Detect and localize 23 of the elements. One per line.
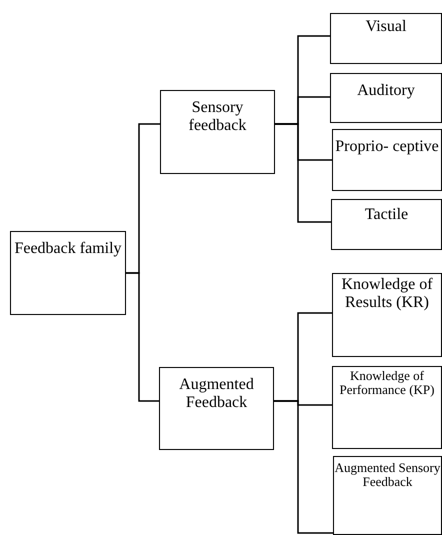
- connector-line: [126, 272, 159, 402]
- box-label: Knowledge of Performance (KP): [338, 369, 436, 398]
- category-box: [160, 90, 275, 174]
- box-label: Augmented Feedback: [178, 376, 255, 412]
- category-box: [332, 129, 442, 191]
- category-box: [333, 456, 442, 535]
- connector-line: [275, 123, 331, 223]
- category-box: [159, 367, 274, 450]
- category-box: [10, 231, 126, 315]
- box-label: Proprio- ceptive: [334, 138, 440, 156]
- box-label: Augmented Sensory Feedback: [334, 461, 441, 490]
- category-box: [332, 366, 442, 449]
- box-label: Sensory feedback: [188, 99, 248, 134]
- box-label: Visual: [364, 18, 408, 36]
- category-box: [332, 273, 442, 357]
- box-label: Tactile: [364, 206, 410, 224]
- category-box: [331, 199, 442, 250]
- category-box: [330, 13, 442, 64]
- box-label: Knowledge of Results (KR): [340, 276, 434, 312]
- box-label: Feedback family: [13, 240, 123, 258]
- category-box: [330, 73, 442, 123]
- box-label: Auditory: [356, 82, 416, 100]
- connector-line: [274, 400, 333, 534]
